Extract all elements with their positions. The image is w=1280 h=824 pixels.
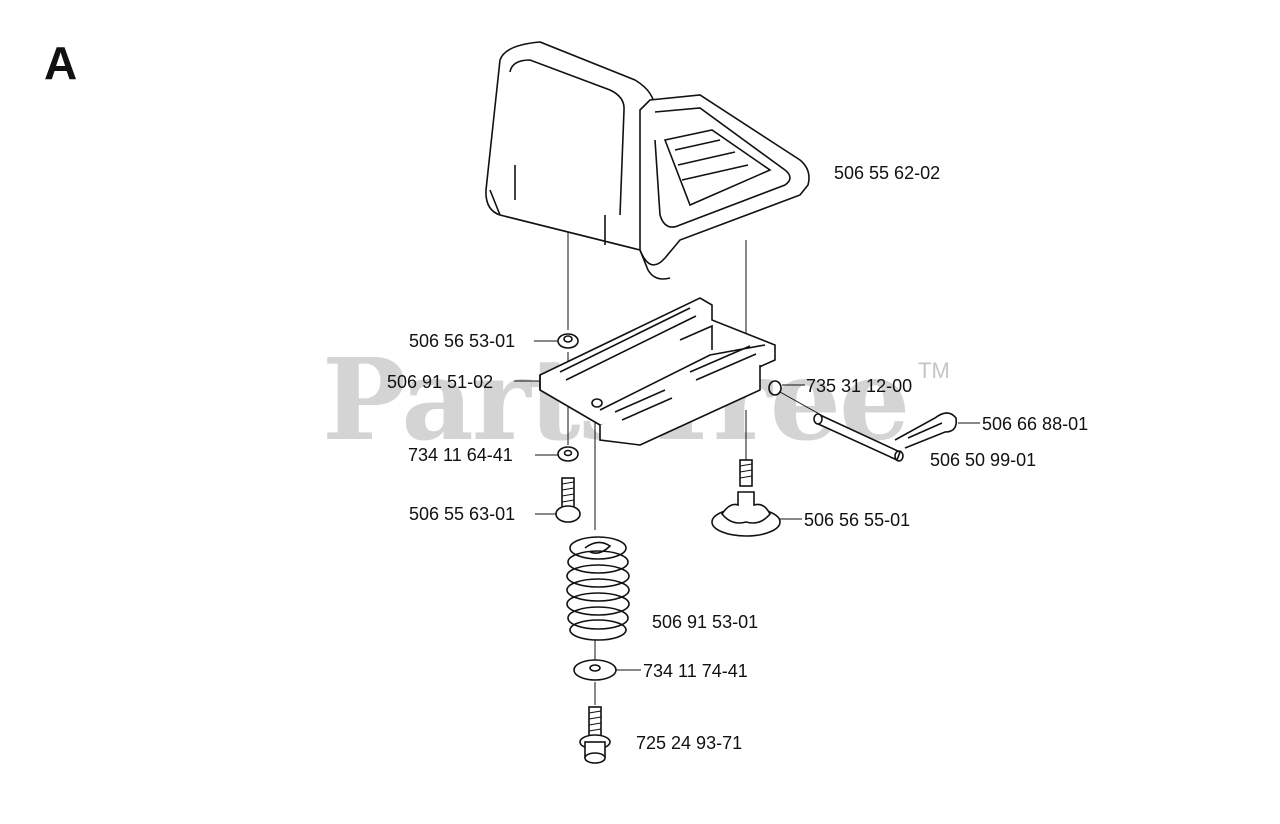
pin-drawing — [813, 413, 904, 462]
flat-washer-drawing — [573, 659, 617, 681]
part-label-washer-ring: 735 31 12-00 — [806, 376, 913, 396]
part-label-spring: 506 91 53-01 — [652, 612, 759, 632]
washer-small-drawing — [557, 446, 579, 462]
spring-drawing — [566, 536, 630, 641]
part-label-flat-washer: 734 11 74-41 — [643, 661, 748, 681]
part-label-washer-small: 734 11 64-41 — [408, 445, 513, 465]
part-label-nut: 506 56 53-01 — [409, 331, 516, 351]
bracket-drawing — [539, 297, 776, 446]
part-label-pin: 506 50 99-01 — [930, 450, 1037, 470]
seat-drawing — [485, 41, 810, 280]
part-label-seat: 506 55 62-02 — [834, 163, 941, 183]
part-label-bolt: 506 55 63-01 — [409, 504, 516, 524]
bolt-drawing — [555, 477, 581, 523]
nut-drawing — [557, 333, 579, 349]
knob-drawing — [711, 459, 781, 537]
section-letter: A — [44, 37, 78, 89]
part-label-bracket: 506 91 51-02 — [387, 372, 494, 392]
flange-bolt-drawing — [579, 706, 611, 764]
watermark-tm: TM — [918, 358, 950, 383]
leader-lines — [514, 340, 980, 671]
clip-drawing — [894, 412, 958, 449]
part-label-clip: 506 66 88-01 — [982, 414, 1089, 434]
part-label-knob: 506 56 55-01 — [804, 510, 911, 530]
washer-ring-drawing — [768, 380, 782, 396]
assembly-lines — [567, 232, 831, 705]
part-label-flange-bolt: 725 24 93-71 — [636, 733, 743, 753]
